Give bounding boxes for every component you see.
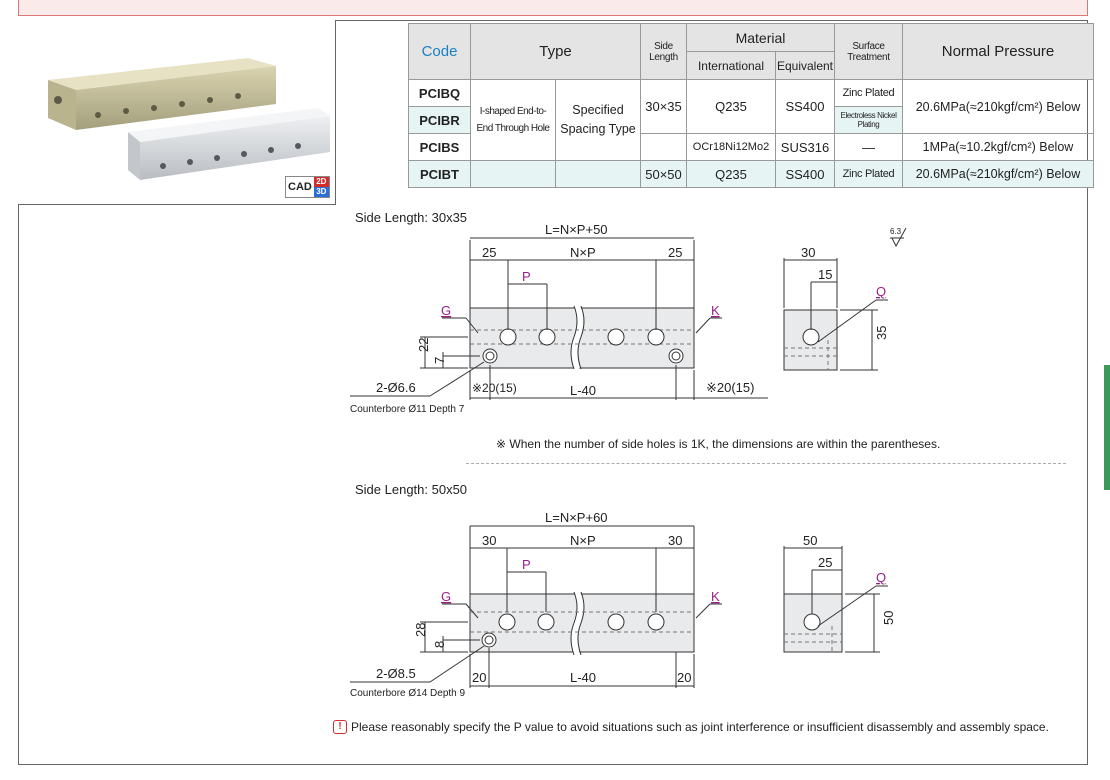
d2-dim-25: 25: [818, 555, 832, 570]
drawing2-title: Side Length: 50x50: [355, 482, 468, 497]
d2-right-end: 20: [677, 670, 691, 685]
col-international: International: [686, 51, 776, 80]
d2-dim-28: 28: [413, 623, 428, 637]
d1-dim-l40: L-40: [570, 383, 596, 398]
d2-dim-nxp: N×P: [570, 533, 596, 548]
d1-hole: 2-Ø6.6: [376, 380, 416, 395]
col-side-length: Side Length: [640, 23, 687, 80]
d1-dim-25-left: 25: [482, 245, 496, 260]
d1-label-g: G: [441, 303, 451, 318]
side-30x35: 30×35: [640, 79, 687, 134]
surf-zinc: Zinc Plated: [834, 79, 903, 107]
d2-dim-L: L=N×P+60: [545, 510, 608, 525]
pressure-high: 20.6MPa(≈210kgf/cm²) Below: [902, 79, 1094, 134]
mat-sus316: SUS316: [775, 133, 835, 161]
pressure-low: 1MPa(≈10.2kgf/cm²) Below: [902, 133, 1094, 161]
d2-hole: 2-Ø8.5: [376, 666, 416, 681]
code-pcibt[interactable]: PCIBT: [408, 160, 471, 188]
d1-cbore: Counterbore Ø11 Depth 7: [350, 404, 465, 415]
d1-label-p: P: [522, 269, 531, 284]
mat-ss400-t: SS400: [775, 160, 835, 188]
col-surface: Surface Treatment: [834, 23, 903, 80]
d1-dim-30: 30: [801, 245, 815, 260]
type-blank-a: [470, 160, 556, 188]
d1-roughness: 6.3: [890, 227, 902, 236]
d2-label-p: P: [522, 557, 531, 572]
col-code: Code: [408, 23, 471, 80]
d1-dim-7: 7: [432, 357, 447, 364]
surf-nickel: Electroless Nickel Plating: [834, 106, 903, 134]
type-blank-b: [555, 160, 641, 188]
d1-dim-L: L=N×P+50: [545, 222, 608, 237]
d1-dim-35: 35: [874, 326, 889, 340]
note-p-value-text: Please reasonably specify the P value to…: [351, 720, 1049, 734]
d1-dim-15: 15: [818, 267, 832, 282]
d1-dim-22: 22: [416, 338, 431, 352]
pressure-t: 20.6MPa(≈210kgf/cm²) Below: [902, 160, 1094, 188]
d2-dim-30-right: 30: [668, 533, 682, 548]
cad-badge[interactable]: CAD 2D 3D: [285, 176, 330, 198]
d2-dim-50: 50: [803, 533, 817, 548]
d2-cbore: Counterbore Ø14 Depth 9: [350, 688, 466, 699]
d2-left-end: 20: [472, 670, 486, 685]
d2-dim-50-h: 50: [881, 611, 896, 625]
type-spacing: Specified Spacing Type: [555, 79, 641, 161]
d1-dim-25-right: 25: [668, 245, 682, 260]
d1-right-end: ※20(15): [706, 380, 754, 395]
note-parentheses: ※ When the number of side holes is 1K, t…: [496, 437, 941, 451]
cad-3d-badge[interactable]: 3D: [313, 187, 329, 197]
d2-dim-l40: L-40: [570, 670, 596, 685]
d2-dim-8: 8: [432, 641, 447, 648]
d1-left-end: ※20(15): [472, 381, 517, 395]
cad-2d-badge[interactable]: 2D: [313, 177, 329, 187]
col-equivalent: Equivalent: [775, 51, 835, 80]
drawing1-title: Side Length: 30x35: [355, 210, 468, 225]
d2-label-k: K: [711, 589, 720, 604]
d2-label-q: Q: [876, 570, 886, 585]
side-tab[interactable]: [1104, 365, 1110, 490]
manifold-blocks-image: [48, 58, 330, 180]
note-p-value: ! Please reasonably specify the P value …: [333, 720, 1049, 734]
d1-label-q: Q: [876, 284, 886, 299]
section-divider: [466, 463, 1066, 464]
warning-icon: !: [333, 720, 347, 734]
cad-label: CAD: [288, 181, 312, 193]
side-blank: [640, 133, 687, 161]
col-type: Type: [470, 23, 641, 80]
spec-table: Code Type Side Length Material Surface T…: [408, 23, 1094, 188]
product-photo: [18, 20, 336, 205]
d1-label-k: K: [711, 303, 720, 318]
d2-label-g: G: [441, 589, 451, 604]
mat-ss400: SS400: [775, 79, 835, 134]
top-banner: [18, 0, 1088, 16]
d1-dim-nxp: N×P: [570, 245, 596, 260]
col-pressure: Normal Pressure: [902, 23, 1094, 80]
mat-q235-t: Q235: [686, 160, 776, 188]
d2-dim-30-left: 30: [482, 533, 496, 548]
page-frame: [18, 20, 1088, 765]
